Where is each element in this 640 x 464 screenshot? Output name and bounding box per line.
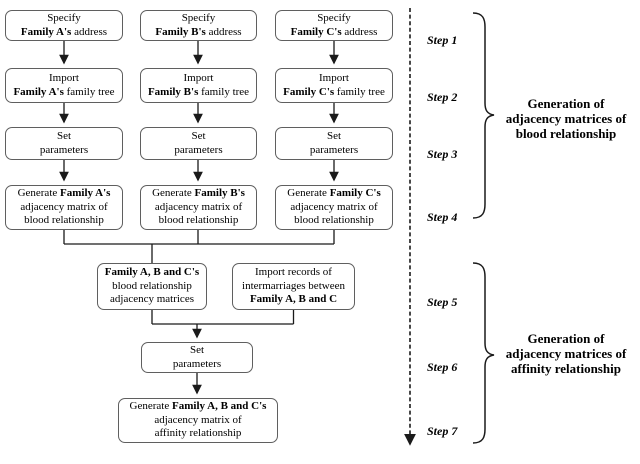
- box-text: parameters: [309, 143, 359, 156]
- box-import-tree-family-b: Import Family B's family tree: [140, 68, 257, 103]
- box-text: Family A's family tree: [13, 85, 115, 98]
- box-text: Set: [326, 130, 342, 142]
- box-text: parameters: [39, 143, 89, 156]
- box-import-tree-family-a: Import Family A's family tree: [5, 68, 123, 103]
- box-set-parameters-a: Set parameters: [5, 127, 123, 160]
- box-text: intermarriages between: [242, 279, 345, 292]
- box-text: blood relationship: [112, 279, 192, 292]
- box-text: adjacency matrix of: [154, 413, 242, 426]
- step-label-5: Step 5: [427, 295, 458, 309]
- box-text: Import: [319, 72, 349, 84]
- box-text: blood relationship: [24, 214, 104, 227]
- box-text: Generate Family A, B and C's: [129, 400, 267, 413]
- box-text: Family A, B and C's: [104, 266, 200, 279]
- box-text: Import: [183, 72, 214, 84]
- box-text: adjacency matrix of: [20, 200, 108, 213]
- group-label-affinity-relationship: Generation of adjacency matrices of affi…: [496, 331, 636, 376]
- step-label-7: Step 7: [427, 424, 458, 438]
- box-text: Family A's address: [20, 25, 108, 38]
- box-import-intermarriage-records: Import records of intermarriages between…: [232, 263, 355, 310]
- box-text: Specify: [317, 12, 351, 24]
- box-text: Family C's address: [290, 25, 378, 38]
- step-label-3: Step 3: [427, 147, 458, 161]
- box-text: Generate Family A's: [17, 187, 111, 200]
- group-label-line: Generation of: [527, 96, 605, 111]
- box-text: Generate Family C's: [287, 187, 381, 200]
- box-text: Set: [56, 130, 72, 142]
- box-text: Family C's family tree: [283, 85, 385, 98]
- step-label-2: Step 2: [427, 90, 458, 104]
- box-text: parameters: [172, 357, 222, 370]
- box-import-tree-family-c: Import Family C's family tree: [275, 68, 393, 103]
- step-label-1: Step 1: [427, 33, 458, 47]
- group-label-blood-relationship: Generation of adjacency matrices of bloo…: [496, 96, 636, 141]
- box-text: parameters: [174, 143, 223, 156]
- box-text: affinity relationship: [154, 427, 242, 440]
- box-set-parameters-affinity: Set parameters: [141, 342, 253, 373]
- box-generate-blood-matrix-a: Generate Family A's adjacency matrix of …: [5, 185, 123, 230]
- brace-affinity: [472, 262, 495, 444]
- box-blood-adjacency-matrices: Family A, B and C's blood relationship a…: [97, 263, 207, 310]
- box-generate-blood-matrix-b: Generate Family B's adjacency matrix of …: [140, 185, 257, 230]
- box-text: blood relationship: [158, 214, 239, 227]
- group-label-line: adjacency matrices of: [505, 346, 627, 361]
- box-text: Import: [49, 72, 79, 84]
- box-text: Family A, B and C: [249, 293, 338, 306]
- group-label-line: Generation of: [527, 331, 605, 346]
- box-text: Family B's family tree: [147, 85, 250, 98]
- box-text: blood relationship: [294, 214, 374, 227]
- box-set-parameters-b: Set parameters: [140, 127, 257, 160]
- step-label-4: Step 4: [427, 210, 458, 224]
- box-text: adjacency matrices: [110, 293, 194, 306]
- box-set-parameters-c: Set parameters: [275, 127, 393, 160]
- group-label-line: blood relationship: [515, 126, 617, 141]
- brace-blood: [472, 12, 495, 219]
- box-text: adjacency matrix of: [154, 200, 243, 213]
- box-generate-blood-matrix-c: Generate Family C's adjacency matrix of …: [275, 185, 393, 230]
- box-specify-family-b: Specify Family B's address: [140, 10, 257, 41]
- box-text: Family B's address: [155, 25, 242, 38]
- group-label-line: adjacency matrices of: [505, 111, 627, 126]
- box-text: Set: [189, 344, 205, 356]
- box-specify-family-a: Specify Family A's address: [5, 10, 123, 41]
- box-text: Specify: [181, 12, 216, 24]
- group-label-line: affinity relationship: [511, 361, 621, 376]
- box-text: Generate Family B's: [152, 187, 245, 200]
- step-label-6: Step 6: [427, 360, 458, 374]
- box-text: Set: [191, 130, 206, 142]
- box-text: adjacency matrix of: [290, 200, 378, 213]
- box-generate-affinity-matrix: Generate Family A, B and C's adjacency m…: [118, 398, 278, 443]
- box-text: Specify: [47, 12, 81, 24]
- box-specify-family-c: Specify Family C's address: [275, 10, 393, 41]
- box-text: Import records of: [255, 266, 332, 279]
